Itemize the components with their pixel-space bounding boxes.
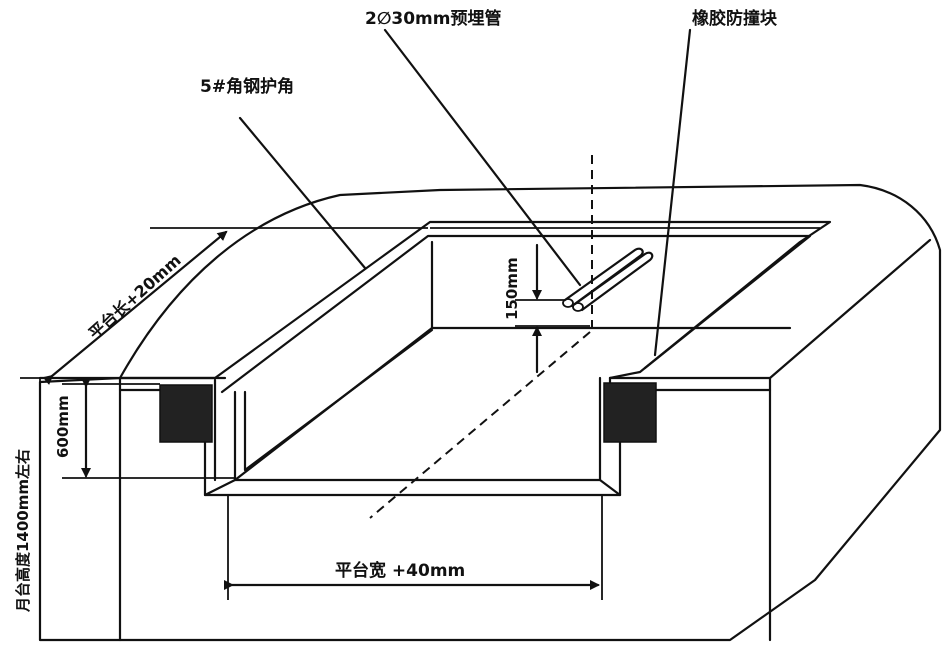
leader-angle-steel [238,116,367,270]
label-depth-600: 600mm [54,395,72,458]
rubber-bumper-left [159,384,213,443]
center-line-diagonal [369,331,591,519]
leader-pipe [383,28,582,287]
leader-rubber-block [653,28,692,357]
dim-platform-length-arrow [42,230,228,385]
angle-steel-rim-inner [220,234,812,394]
label-platform-length: 平台长+20mm [85,251,185,343]
label-rubber-block: 橡胶防撞块 [692,8,778,29]
label-platform-height: 月台高度1400mm左右 [14,449,32,613]
rubber-bumper-right [603,382,657,443]
pit-left-wall-inner [243,328,434,472]
label-angle-steel: 5#角钢护角 [200,76,294,97]
embedded-pipes [562,247,654,312]
angle-steel-rim-outer [118,220,832,380]
label-depth-150: 150mm [503,257,521,320]
pit-back-wall [430,240,792,330]
label-pipe: 2∅30mm预埋管 [365,8,501,29]
label-platform-width: 平台宽 +40mm [335,560,465,581]
